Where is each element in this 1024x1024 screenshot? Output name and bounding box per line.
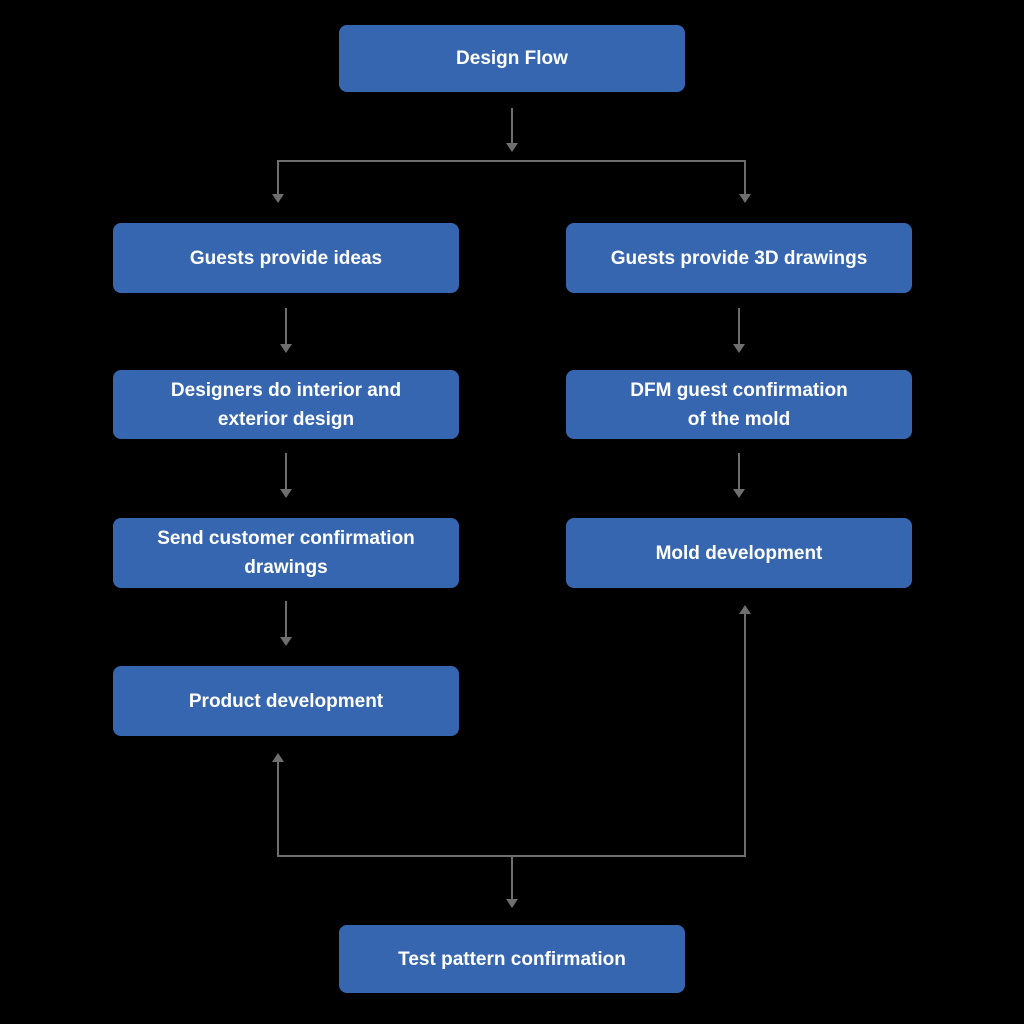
edge-split-left-line	[277, 160, 279, 194]
node-dfm-guest-confirmation-of-the-mold: DFM guest confirmation of the mold	[566, 370, 912, 439]
edge-designflow-split-line	[511, 108, 513, 143]
edge-designflow-split-arrowhead-icon	[506, 143, 518, 152]
node-mold-development: Mold development	[566, 518, 912, 588]
edge-ideas-designers-line	[285, 308, 287, 344]
node-test-pattern-label: Test pattern confirmation	[398, 948, 626, 970]
node-dfm-label: DFM guest confirmation of the mold	[630, 379, 848, 430]
edge-split-right-line	[744, 160, 746, 194]
node-product-development-label: Product development	[188, 690, 384, 712]
node-designers-label: Designers do interior and exterior desig…	[170, 379, 402, 430]
node-design-flow-label: Design Flow	[456, 48, 568, 69]
edge-senddrawings-productdev-line	[285, 601, 287, 637]
edge-split-horizontal-line	[277, 160, 746, 162]
edge-senddrawings-productdev-arrowhead-icon	[280, 637, 292, 646]
edge-3ddrawings-dfm-line	[738, 308, 740, 344]
edge-3ddrawings-dfm-arrowhead-icon	[733, 344, 745, 353]
node-guests-provide-ideas-label: Guests provide ideas	[189, 247, 383, 269]
bottom-connector-horizontal-line	[277, 855, 746, 857]
bottom-connector-to-molddev-arrowhead-icon	[739, 605, 751, 614]
edge-designers-senddrawings-line	[285, 453, 287, 489]
edge-split-right-arrowhead-icon	[739, 194, 751, 203]
bottom-connector-to-molddev-line	[744, 614, 746, 856]
node-mold-development-label: Mold development	[655, 542, 823, 564]
bottom-connector-to-productdev-arrowhead-icon	[272, 753, 284, 762]
node-send-drawings-label: Send customer confirmation drawings	[157, 528, 415, 578]
node-design-flow: Design Flow	[339, 25, 685, 92]
edge-split-left-arrowhead-icon	[272, 194, 284, 203]
node-guests-provide-3d-drawings: Guests provide 3D drawings	[566, 223, 912, 293]
node-designers-do-interior-and-exterior-design: Designers do interior and exterior desig…	[113, 370, 459, 439]
edge-dfm-molddev-arrowhead-icon	[733, 489, 745, 498]
node-guests-provide-ideas: Guests provide ideas	[113, 223, 459, 293]
bottom-connector-to-productdev-line	[277, 762, 279, 856]
node-guests-provide-3d-drawings-label: Guests provide 3D drawings	[610, 247, 868, 269]
node-test-pattern-confirmation: Test pattern confirmation	[339, 925, 685, 993]
bottom-connector-to-testpattern-arrowhead-icon	[506, 899, 518, 908]
bottom-connector-to-testpattern-line	[511, 857, 513, 899]
edge-dfm-molddev-line	[738, 453, 740, 489]
node-product-development: Product development	[113, 666, 459, 736]
node-send-customer-confirmation-drawings: Send customer confirmation drawings	[113, 518, 459, 588]
edge-designers-senddrawings-arrowhead-icon	[280, 489, 292, 498]
edge-ideas-designers-arrowhead-icon	[280, 344, 292, 353]
